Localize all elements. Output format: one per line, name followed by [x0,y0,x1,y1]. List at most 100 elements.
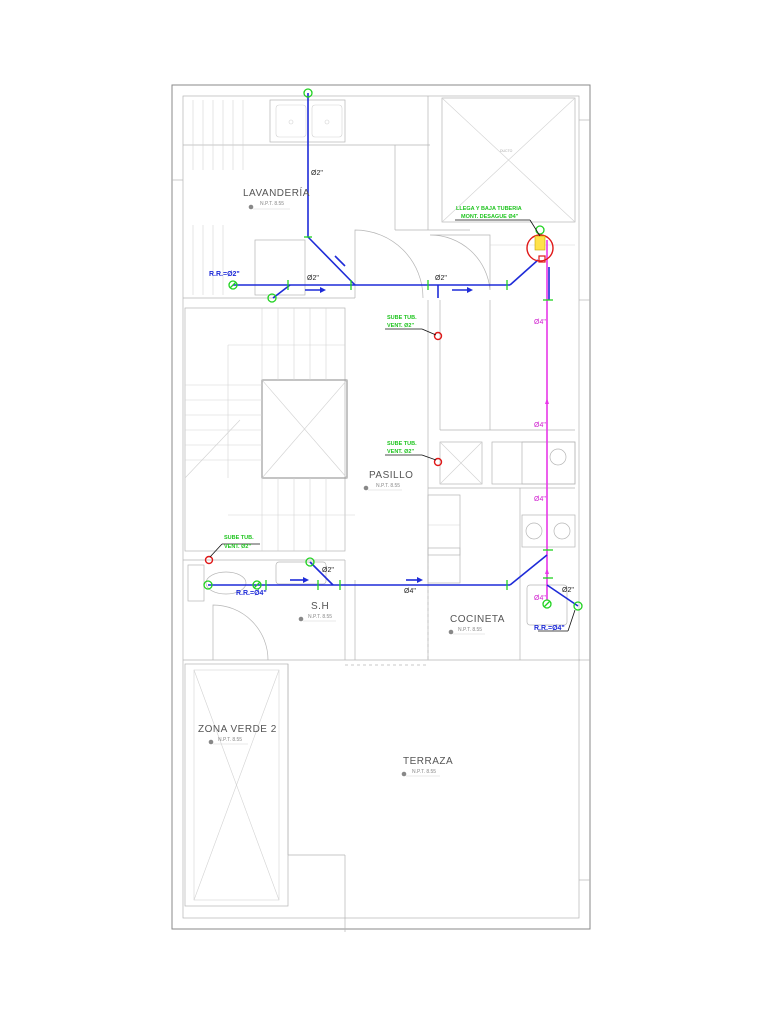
stair-treads-top [228,308,345,380]
level-marker-icon [401,771,407,777]
toilet-tank [187,564,205,602]
room-labels: LAVANDERÍA N.P.T. 8.55 PASILLO N.P.T. 8.… [198,186,505,775]
register-slash [543,600,551,608]
room-level-terraza: N.P.T. 8.55 [412,769,436,775]
zona-verde-area [184,663,346,932]
pipe-label-sh-horizontal: Ø4" [404,588,416,595]
top-right-shaft: DUCTO [441,97,576,223]
pipe-label-montante: Ø4" [534,319,546,326]
flow-arrow [334,255,346,267]
register-slash [229,281,237,289]
outer-wall-boundary [171,84,591,930]
pipe-labels: Ø2" Ø2" Ø2" Ø2" Ø4" Ø2" Ø4" Ø4" Ø4" Ø4" [307,170,574,602]
sink-basin [275,104,307,138]
room-name-lavanderia: LAVANDERÍA [243,186,310,199]
note-sube-a-line2: VENT. Ø2" [387,323,414,329]
shaft-box [441,97,576,223]
register-slash [253,581,261,589]
level-marker-icon [248,204,254,210]
pipe-label-montante: Ø4" [534,595,546,602]
register-label-sh: R.R.=Ø4" [236,590,267,597]
inner-wall-boundary [182,95,580,919]
shelving-lines [192,100,244,295]
lavatory [275,561,327,585]
notes: LLEGA Y BAJA TUBERIA MONT. DESAGUE Ø4" S… [224,206,522,550]
note-llega-line1: LLEGA Y BAJA TUBERIA [456,206,522,212]
pipe-label-montante: Ø4" [534,496,546,503]
staircase [184,307,355,552]
pipe-label-sh-vertical: Ø2" [322,567,334,574]
room-name-terraza: TERRAZA [403,756,453,767]
door-swing [212,604,269,661]
annotation-leaders [209,219,576,632]
level-marker-icon [298,616,304,622]
floor-register [228,280,238,290]
vent-duct [439,441,483,485]
montante-box [538,255,546,263]
pipe-joints [265,236,553,590]
vent-risers [204,234,554,565]
flow-arrow-head [303,577,309,583]
bathroom-area [183,559,580,661]
cooktop [521,514,576,548]
cleanout-fitting [267,293,277,303]
lavanderia-area [183,96,491,299]
flow-arrow-head [320,287,326,293]
room-name-cocineta: COCINETA [450,614,505,625]
drainage-pipes [208,93,579,607]
stair-diagonal [261,379,348,479]
column [427,547,461,584]
level-marker-icon [208,739,214,745]
stair-box [184,307,346,552]
montante-top-fitting [535,225,545,235]
montante-marker [534,235,546,251]
leader-line [421,328,437,336]
outer-walls [171,84,591,930]
flow-arrow-head [467,287,473,293]
burner [553,522,571,540]
shaft-diagonal [441,97,576,223]
fittings [203,88,583,611]
note-llega-line2: MONT. DESAGUE Ø4" [461,214,519,220]
flow-arrow [545,398,549,404]
room-level-zona-verde: N.P.T. 8.55 [218,737,242,743]
counter [491,441,576,485]
flow-arrow [545,568,549,574]
sink-drain [288,119,294,125]
duct-diagonal [439,441,483,485]
note-sube-c-line2: VENT. Ø2" [224,544,251,550]
vent-riser [433,457,443,467]
cleanout-fitting [573,601,583,611]
door-swing [354,229,424,299]
cleanout-fitting [305,557,315,567]
vent-riser [433,331,443,341]
pipe-label-pasillo-horizontal: Ø2" [435,275,447,282]
stair-well [261,379,348,479]
pipe-label-montante: Ø4" [534,422,546,429]
planter-diagonal [193,669,280,901]
burner [525,522,543,540]
room-level-pasillo: N.P.T. 8.55 [376,483,400,489]
washer [254,239,306,296]
central-walls [427,300,576,660]
vent-riser [204,555,214,565]
leader-line [209,543,223,558]
pipe-label-lav-vertical: Ø2" [311,170,323,177]
leader-line [567,609,576,632]
pipe-label-kitchen-right: Ø2" [562,587,574,594]
note-sube-c-line1: SUBE TUB. [224,535,254,541]
stove [521,441,576,485]
room-name-sh: S.H [311,601,329,612]
level-marker-icon [363,485,369,491]
pipe-segment [307,236,356,286]
level-markers [208,204,485,777]
pipe-label-lav-horizontal: Ø2" [307,275,319,282]
room-level-lavanderia: N.P.T. 8.55 [260,201,284,207]
cleanout-fitting [203,580,213,590]
floor-register [542,599,552,609]
level-marker-icon [448,629,454,635]
stair-treads-left [184,345,262,479]
door-swing [429,234,491,291]
montante-riser-ring [526,234,554,262]
